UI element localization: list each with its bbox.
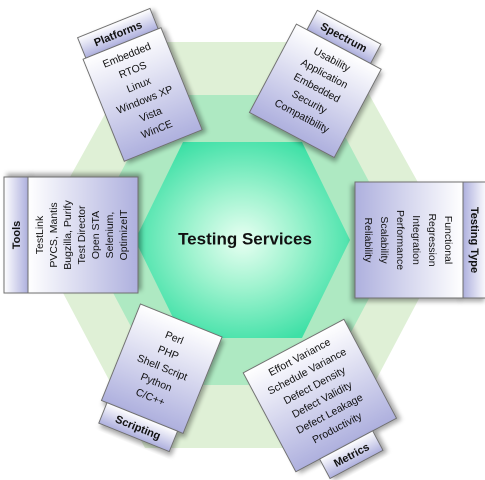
panel-scripting: Perl PHP Shell Script Python C/C++ Scrip… (98, 303, 223, 453)
panel-tools: Tools TestLink PVCS, Mantis Bugzilla, Pu… (3, 176, 139, 294)
testing-type-item: Reliability (362, 218, 374, 264)
panel-platforms-card (82, 27, 203, 162)
tools-item: Open STA (90, 211, 102, 259)
panel-metrics: Effort Variance Schedule Variance Defect… (242, 318, 398, 480)
tools-item: Test Director (76, 205, 88, 264)
testing-type-item: Regression (426, 213, 438, 266)
tools-item: Bugzilla, Purify (62, 200, 74, 270)
panel-tools-title: Tools (11, 221, 23, 250)
testing-type-item: Functional (442, 216, 454, 264)
center-title: Testing Services (178, 229, 312, 248)
panel-scripting-title-tab (98, 402, 179, 453)
testing-type-item: Scalability (378, 216, 390, 264)
panel-testing-type: Testing Type Functional Regression Integ… (354, 181, 485, 299)
tools-item: Selenium, (104, 212, 116, 259)
panel-spectrum-card (248, 23, 382, 159)
tools-item: PVCS, Mantis (48, 202, 60, 267)
testing-type-item: Performance (394, 210, 406, 270)
panel-testing-type-card (354, 181, 464, 299)
tools-item: OptimizeIT (118, 209, 130, 260)
testing-type-item: Integration (410, 215, 422, 265)
inner-hexagon (135, 142, 350, 338)
panel-tools-card (27, 176, 139, 294)
panel-spectrum: Spectrum Usability Application Embedded … (248, 9, 382, 159)
panel-metrics-title-tab (319, 430, 384, 480)
tools-item: TestLink (34, 215, 46, 254)
panel-testing-type-title: Testing Type (468, 207, 480, 273)
panel-platforms: Platforms Embedded RTOS Linux Windows XP… (76, 7, 203, 162)
